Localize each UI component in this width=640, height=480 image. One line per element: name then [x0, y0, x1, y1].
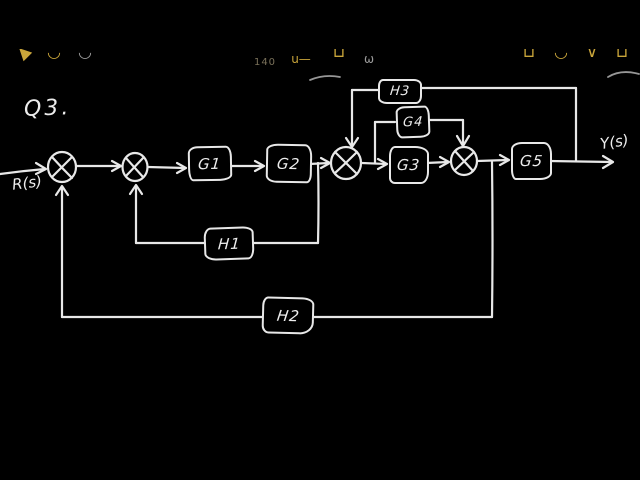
emoji-tool-icon[interactable]: ω	[356, 49, 382, 66]
block-g2: G2	[265, 143, 313, 184]
stray-stroke	[607, 71, 640, 78]
panel-glyph: ⊔	[615, 49, 629, 61]
block-h1-label: H1	[216, 234, 242, 253]
input-arrow	[0, 161, 48, 176]
block-g5-label: G5	[518, 152, 545, 170]
sticker-glyph: ◡	[554, 49, 568, 61]
wire-g1-g2	[227, 159, 266, 173]
wire-sum1-sum2	[74, 159, 123, 173]
block-h3-label: H3	[389, 84, 411, 99]
wire-g3-sum4	[424, 155, 451, 169]
undo-arc-icon[interactable]: ◡	[41, 49, 67, 66]
block-g3-label: G3	[396, 156, 422, 174]
block-g1: G1	[187, 145, 233, 182]
block-h2: H2	[261, 296, 315, 335]
shape-glyph: ⊔	[332, 49, 346, 61]
summing-junction-3	[329, 145, 363, 181]
redo-arc-icon[interactable]: ◡	[72, 49, 98, 66]
block-g3: G3	[389, 146, 429, 184]
input-signal-label: R(s)	[11, 172, 43, 194]
zoom-level-text: 140	[248, 49, 282, 66]
feedback-h3-wire	[344, 86, 578, 163]
sticker-tool-icon[interactable]: ◡	[548, 49, 574, 66]
summing-junction-1	[46, 150, 78, 184]
frame-tool-icon[interactable]: ⊔	[516, 49, 542, 66]
chevron-tool-icon[interactable]: ∨	[579, 49, 605, 66]
underline-glyph: u—	[291, 52, 311, 66]
underline-tool-icon[interactable]: u—	[288, 49, 314, 66]
block-h1: H1	[203, 226, 255, 261]
summing-junction-2	[121, 151, 149, 183]
block-g2-label: G2	[276, 154, 302, 173]
frame-glyph: ⊔	[522, 49, 536, 61]
stray-stroke	[309, 75, 341, 81]
block-g4: G4	[395, 105, 431, 139]
wire-g2-sum3	[307, 156, 332, 170]
block-g5: G5	[511, 142, 552, 180]
block-h2-label: H2	[275, 306, 301, 325]
feedback-h1-wire	[128, 161, 320, 245]
zoom-level-glyph: 140	[253, 57, 277, 66]
chevron-glyph: ∨	[586, 49, 598, 61]
block-g4-label: G4	[402, 114, 424, 130]
undo-glyph: ◡	[47, 49, 61, 61]
wire-sum2-g1	[146, 161, 188, 175]
shape-tool-icon[interactable]: ⊔	[326, 49, 352, 66]
block-h3: H3	[378, 79, 422, 104]
feedback-h2-wire	[54, 160, 494, 319]
redo-glyph: ◡	[78, 49, 92, 61]
block-g1-label: G1	[197, 154, 223, 173]
emoji-glyph: ω	[363, 52, 375, 66]
output-arrow	[547, 154, 615, 170]
wire-sum4-g5	[475, 153, 511, 167]
wire-sum3-g3	[360, 157, 389, 171]
summing-junction-4	[449, 145, 479, 177]
feedforward-g4-wire	[373, 118, 471, 165]
question-label: Q3.	[23, 95, 72, 122]
panel-tool-icon[interactable]: ⊔	[609, 49, 635, 66]
